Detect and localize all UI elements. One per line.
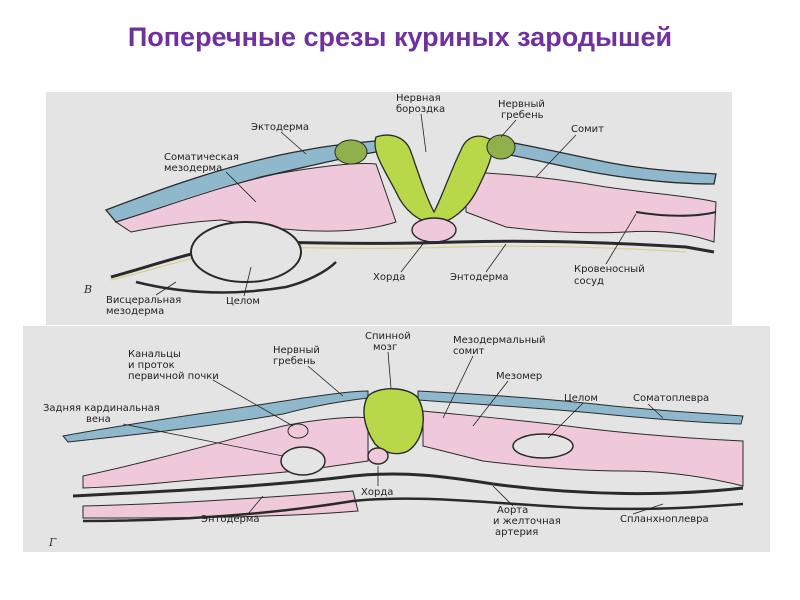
section-drawing-bottom: Г <box>48 388 744 549</box>
labels-bottom: Канальцы и проток первичной почки Нервны… <box>43 331 709 538</box>
label-kanalcy-1: Канальцы <box>128 349 181 360</box>
label-somat-mezoderma-2: мезодерма <box>164 163 222 174</box>
label-zadnyaya-1: Задняя кардинальная <box>43 403 160 414</box>
somatic-mesoderm-left <box>114 163 397 233</box>
section-drawing-top: В <box>83 134 717 296</box>
label-visceral-1: Висцеральная <box>106 295 181 306</box>
section-diagram-bottom: Г Канальцы и проток первичной почки Нерв… <box>23 326 770 552</box>
label-spinnoi-1: Спинной <box>365 331 411 342</box>
labels-top: Нервная бороздка Нервный гребень Эктодер… <box>106 93 645 317</box>
label-somat-mezoderma-1: Соматическая <box>164 152 239 163</box>
cardinal-vein <box>280 446 326 476</box>
coelom-cavity <box>190 221 302 283</box>
label-visceral-2: мезодерма <box>106 306 164 317</box>
page-title: Поперечные срезы куриных зародышей <box>127 22 673 52</box>
ectoderm-layer-right <box>475 136 717 185</box>
label-krovenosny-2: сосуд <box>574 276 604 287</box>
notochord-bottom <box>367 447 389 465</box>
label-somatopleura: Соматоплевра <box>633 393 709 404</box>
neural-crest-left <box>334 139 368 165</box>
mesoderm-right <box>422 410 744 487</box>
endoderm-bottom <box>72 472 744 498</box>
label-kanalcy-2: и проток <box>128 360 175 371</box>
panel-letter-g: Г <box>48 536 57 549</box>
label-somit: Сомит <box>571 124 604 135</box>
label-nerv-borozdka-1: Нервная <box>396 93 441 104</box>
label-entoderma-b: Энтодерма <box>201 514 260 525</box>
mesoderm-lower <box>82 490 359 519</box>
label-nerv-greben-b-2: гребень <box>273 356 316 367</box>
kidney-tubule <box>287 423 309 439</box>
label-zadnyaya-2: вена <box>86 414 111 425</box>
label-nerv-borozdka-2: бороздка <box>396 104 445 115</box>
label-spinnoi-2: мозг <box>373 342 397 353</box>
label-nerv-greben-b-1: Нервный <box>273 345 320 356</box>
label-mezomer: Мезомер <box>496 371 542 382</box>
splanchnopleura-line <box>82 497 744 523</box>
label-splanh: Спланхноплевра <box>620 514 709 525</box>
leader-lines-top <box>155 113 637 297</box>
label-horda-b: Хорда <box>361 487 393 498</box>
label-nerv-greben-2: гребень <box>501 110 544 121</box>
label-celom: Целом <box>226 296 260 307</box>
coelom-bottom <box>512 433 574 459</box>
section-diagram-top: В Нервная бороздка Нервный гребень Эктод… <box>46 92 732 325</box>
label-ektoderma: Эктодерма <box>251 122 309 133</box>
label-krovenosny-1: Кровеносный <box>574 264 645 275</box>
label-nerv-greben-1: Нервный <box>498 99 545 110</box>
panel-letter-v: В <box>83 283 92 296</box>
ectoderm-bottom-right <box>417 390 744 425</box>
label-mezoderm-somit-2: сомит <box>453 346 485 357</box>
label-mezoderm-somit-1: Мезодермальный <box>453 335 546 346</box>
label-aorta-2: и желточная <box>493 516 561 527</box>
label-aorta-3: артерия <box>495 527 538 538</box>
label-entoderma: Энтодерма <box>450 272 509 283</box>
spinal-cord <box>363 388 424 455</box>
label-kanalcy-3: первичной почки <box>128 371 219 382</box>
label-aorta-1: Аорта <box>497 505 528 516</box>
leader-lines-bottom <box>122 351 664 515</box>
label-celom-b: Целом <box>564 393 598 404</box>
somite-right <box>465 171 717 243</box>
neural-crest-right <box>486 134 516 160</box>
blood-vessel <box>635 211 717 217</box>
label-horda: Хорда <box>373 272 405 283</box>
